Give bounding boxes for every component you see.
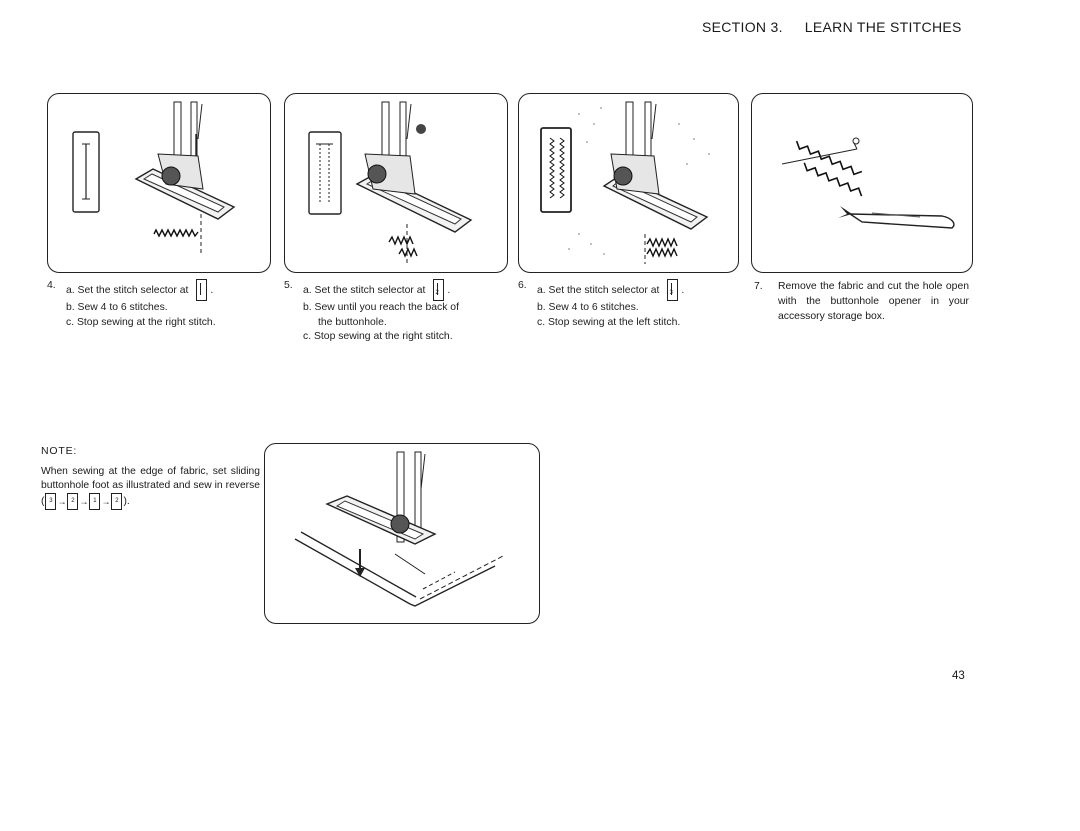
page-number: 43 bbox=[952, 670, 965, 682]
note-body: When sewing at the edge of fabric, set s… bbox=[41, 465, 260, 510]
step-number: 6. bbox=[518, 280, 527, 291]
step-line: a. Set the stitch selector at bbox=[66, 284, 189, 296]
illustration-note bbox=[264, 443, 540, 624]
step-line: b. Sew until you reach the back of bbox=[303, 302, 459, 313]
note-title: NOTE: bbox=[41, 445, 78, 457]
stitch-selector-icon bbox=[196, 279, 208, 301]
stitch-selector-icon bbox=[667, 279, 679, 301]
step-6-instructions: 6.a. Set the stitch selector at . b. Sew… bbox=[518, 279, 684, 330]
step-line: a. Set the stitch selector at bbox=[537, 284, 660, 296]
illustration-step-4 bbox=[47, 93, 271, 273]
selector-mini-icon: 3 bbox=[45, 493, 57, 510]
selector-mini-icon: 2 bbox=[111, 493, 123, 510]
section-title: LEARN THE STITCHES bbox=[804, 19, 962, 35]
step-number: 4. bbox=[47, 280, 56, 291]
stitch-sequence: 3→2→1→2 bbox=[44, 493, 123, 510]
step-line: c. Stop sewing at the right stitch. bbox=[66, 316, 216, 328]
selector-mini-icon: 2 bbox=[67, 493, 79, 510]
arrow-right-icon: → bbox=[57, 496, 67, 507]
note-text: When sewing at the edge of fabric, set s… bbox=[41, 466, 260, 508]
section-header: SECTION 3. LEARN THE STITCHES bbox=[702, 19, 962, 35]
illustration-step-7 bbox=[751, 93, 973, 273]
illustration-step-5 bbox=[284, 93, 508, 273]
step-4-instructions: 4.a. Set the stitch selector at . b. Sew… bbox=[47, 279, 216, 328]
step-line: the buttonhole. bbox=[318, 316, 387, 328]
step-line: b. Sew 4 to 6 stitches. bbox=[537, 302, 639, 313]
stitch-selector-icon bbox=[433, 279, 445, 301]
step-line: c. Stop sewing at the right stitch. bbox=[303, 331, 453, 342]
step-number: 5. bbox=[284, 280, 293, 291]
step-number: 7. bbox=[754, 281, 763, 292]
step-line: a. Set the stitch selector at bbox=[303, 284, 426, 296]
step-5-instructions: 5.a. Set the stitch selector at . b. Sew… bbox=[284, 279, 459, 345]
step-text: Remove the fabric and cut the hole open … bbox=[778, 281, 969, 322]
section-number: SECTION 3. bbox=[702, 19, 783, 35]
step-line: b. Sew 4 to 6 stitches. bbox=[66, 302, 168, 313]
arrow-right-icon: → bbox=[79, 496, 89, 507]
arrow-right-icon: → bbox=[101, 496, 111, 507]
illustration-step-6 bbox=[518, 93, 739, 273]
step-7-instructions: 7. Remove the fabric and cut the hole op… bbox=[754, 279, 969, 324]
step-line: c. Stop sewing at the left stitch. bbox=[537, 316, 681, 328]
selector-mini-icon: 1 bbox=[89, 493, 101, 510]
note-close: ). bbox=[123, 496, 130, 508]
